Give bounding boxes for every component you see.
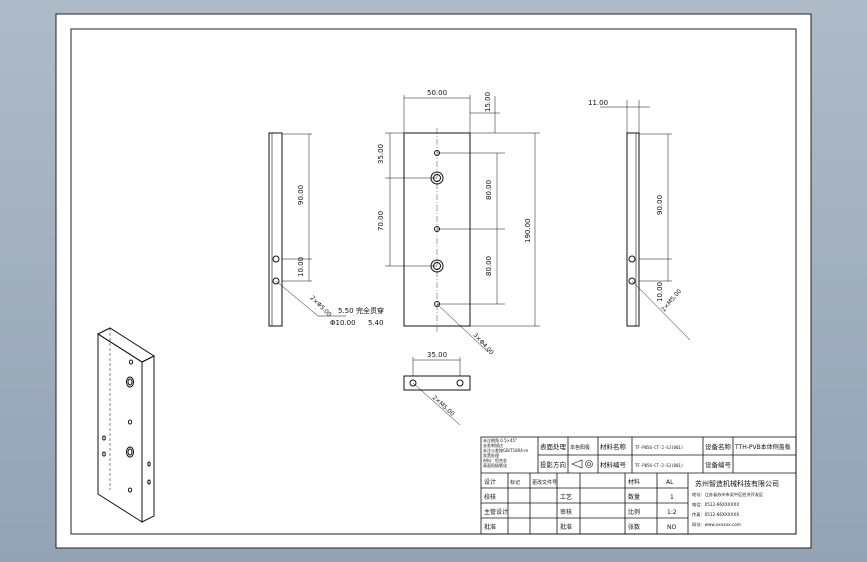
row-3-c3: 审核 xyxy=(560,508,572,516)
dim-pitch-70: 70.00 xyxy=(377,211,385,231)
surface-value: 本色阳极 xyxy=(570,444,590,451)
row-4-c3: 批准 xyxy=(560,523,572,531)
scale-label: 比例 xyxy=(628,508,640,516)
note-1: 未注倒角 0.5×45° xyxy=(483,437,517,443)
note-4: 发黑处理 xyxy=(483,452,499,458)
sheet-paper xyxy=(55,13,812,549)
drawing-value: TF-P056-CT-2-SJ(001) xyxy=(635,463,683,468)
right-side-view xyxy=(600,100,691,341)
left-side-view xyxy=(268,132,346,327)
dim-left-10: 10.00 xyxy=(297,257,305,277)
hole-note-left-3: 完全贯穿 xyxy=(356,306,384,315)
company-addr-3: 传真：0512-66XXXXXX xyxy=(692,511,739,518)
drawing-label: 材料编号 xyxy=(600,460,627,469)
dim-right-90: 90.00 xyxy=(656,195,664,215)
header-1: 标记 xyxy=(510,479,520,486)
company-addr-1: 地址：江苏省苏州市吴中区经济开发区 xyxy=(692,491,763,498)
hole-note-left-5: 5.40 xyxy=(368,319,384,327)
row-2-c3: 工艺 xyxy=(560,493,572,501)
equip-no-label: 设备编号 xyxy=(705,460,732,469)
hole-note-left-4: Φ10.00 xyxy=(330,319,356,327)
dim-front-top: 15.00 xyxy=(484,92,492,112)
company-name: 苏州智造机械科技有限公司 xyxy=(695,479,779,488)
qty-value: AL xyxy=(666,479,674,486)
scale-value: 1:2 xyxy=(667,509,677,516)
hole-note-left-2: 5.50 xyxy=(338,307,354,315)
note-6: 表面阳极氧化 xyxy=(483,462,507,468)
surface-label: 表面处理 xyxy=(540,442,567,451)
material-label: 材料名称 xyxy=(600,442,627,451)
count-label: 数量 xyxy=(628,493,640,501)
row-2-c0: 校核 xyxy=(484,493,496,501)
title-block xyxy=(480,436,797,535)
dim-right-width: 11.00 xyxy=(588,99,608,107)
row-1-c0: 设计 xyxy=(484,478,496,486)
note-5: 材料：铝合金 xyxy=(483,457,507,463)
dim-pitch-35: 35.00 xyxy=(377,144,385,164)
isometric-view xyxy=(96,327,156,523)
dim-front-height: 190.00 xyxy=(524,219,532,244)
dim-front-width: 50.00 xyxy=(427,89,447,97)
count-value: 1 xyxy=(670,494,674,501)
note-2: 去毛刺锐边 xyxy=(483,442,503,448)
sheet-label: 张数 xyxy=(628,523,640,531)
header-4: 更改文件号 xyxy=(532,479,557,486)
sheet-border xyxy=(70,28,797,535)
row-4-c0: 批准 xyxy=(484,523,496,531)
equip-label: 设备名称 xyxy=(705,442,732,451)
projection-symbol xyxy=(571,459,593,469)
dim-bottom-width: 35.00 xyxy=(427,351,447,359)
dim-pitch-80a: 80.00 xyxy=(485,180,493,200)
material-value: TF-P056-CT-2-SJ(001) xyxy=(635,445,683,450)
row-3-c0: 主管设计 xyxy=(484,508,508,516)
sheet-value: NO xyxy=(667,524,676,531)
note-3: 未注公差按GB/T1804-m xyxy=(483,447,528,453)
company-addr-2: 电话：0512-66XXXXXX xyxy=(692,501,739,508)
equip-value: TTH-PVB本体侧盖板 xyxy=(734,443,791,451)
company-addr-4: 网址：www.xxxxxx.com xyxy=(692,521,741,528)
qty-label: 材料 xyxy=(628,478,640,486)
front-view xyxy=(385,95,540,353)
dim-right-10: 10.00 xyxy=(656,282,664,302)
dim-left-90: 90.00 xyxy=(297,185,305,205)
dim-pitch-80b: 80.00 xyxy=(485,256,493,276)
bottom-view xyxy=(403,357,471,426)
projection-label: 投影方向 xyxy=(540,460,566,469)
